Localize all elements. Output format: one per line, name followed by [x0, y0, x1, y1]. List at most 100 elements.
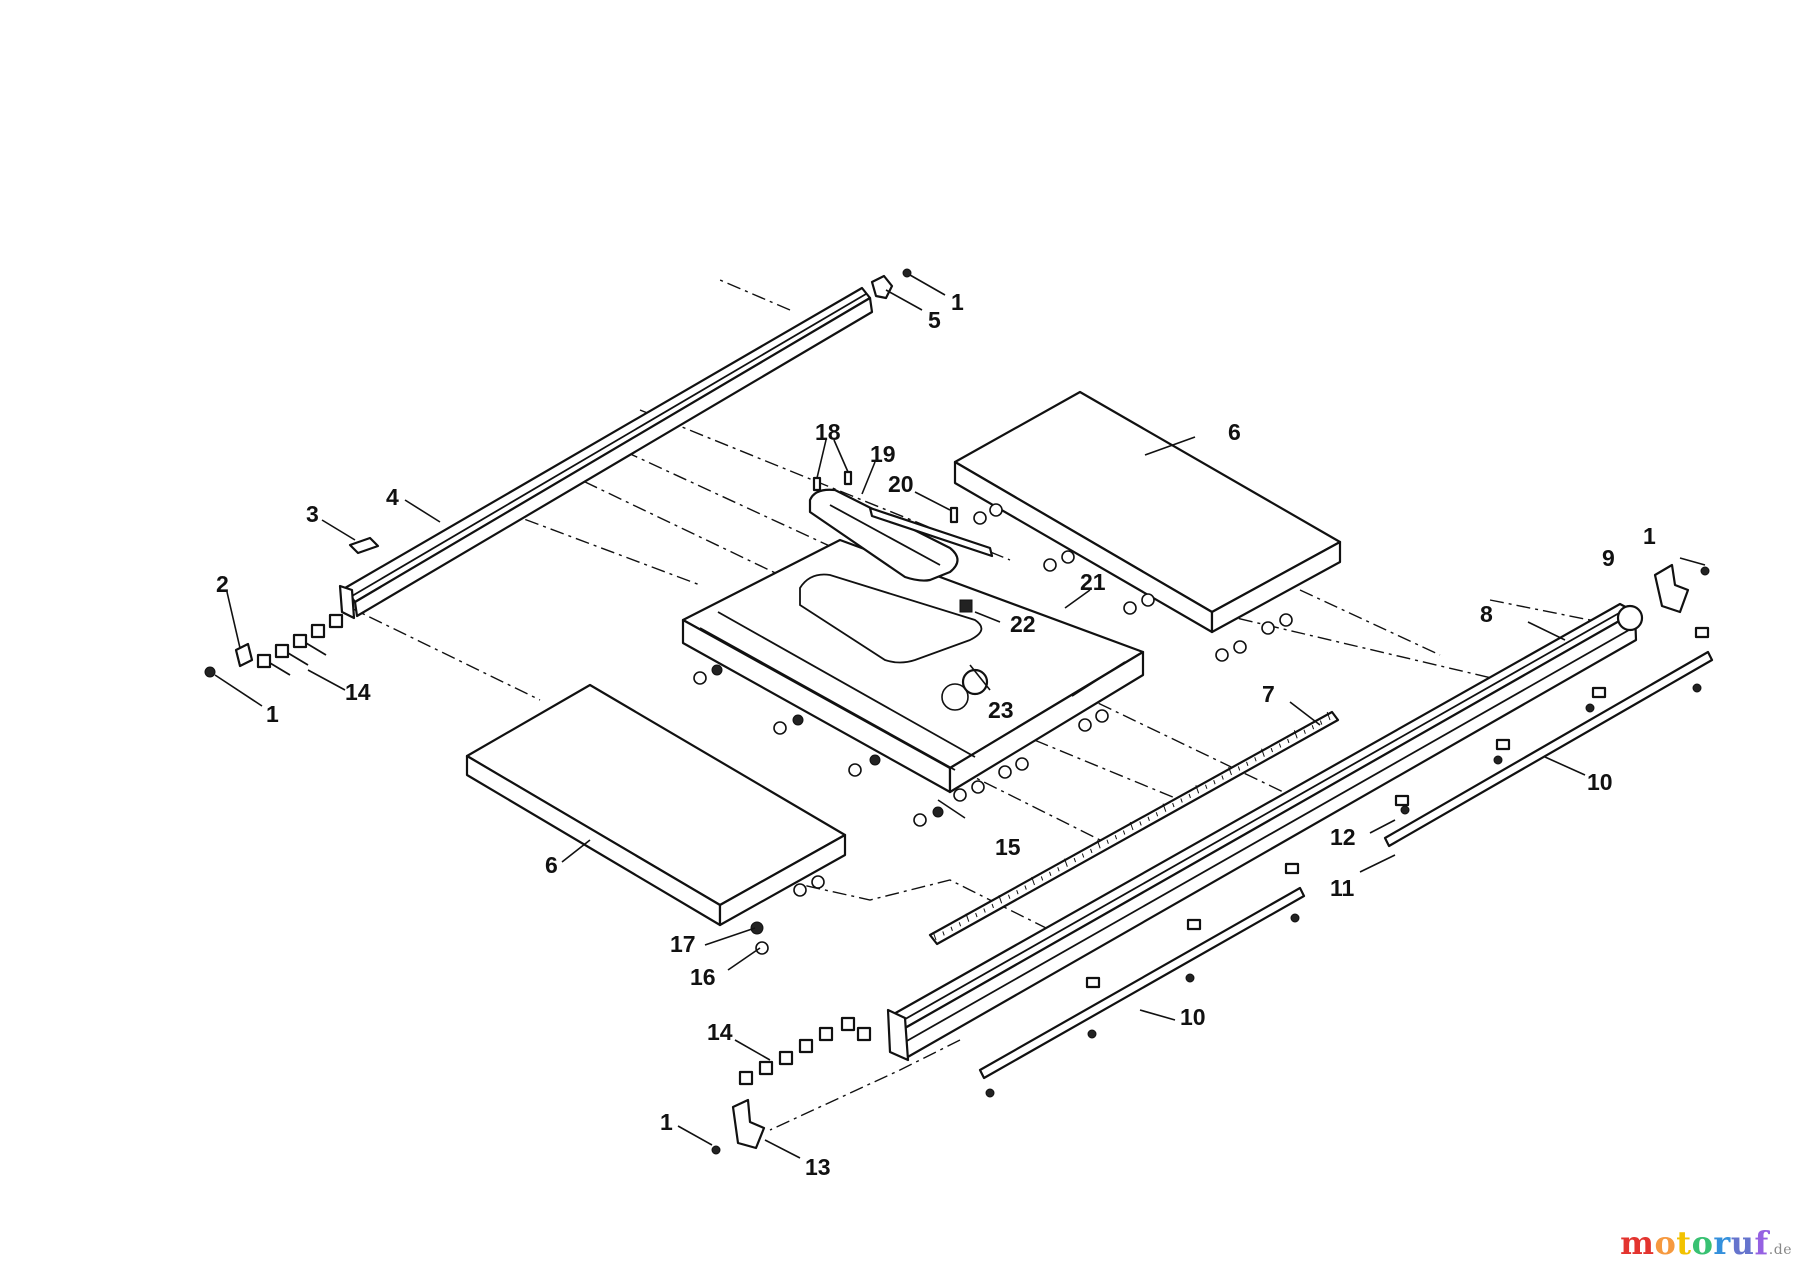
bolt-group-14-bottom	[738, 1016, 872, 1086]
scale-tick	[1090, 848, 1093, 854]
scale-tick	[998, 895, 1003, 904]
scale-tick	[1129, 821, 1134, 831]
watermark-letter: f	[1754, 1224, 1769, 1262]
callout-5: 5	[928, 307, 941, 333]
callout-16: 16	[690, 964, 716, 990]
washers-and-nuts	[693, 503, 1293, 955]
watermark-letter: u	[1730, 1224, 1755, 1262]
callout-12: 12	[1330, 824, 1356, 850]
screw-icon	[1700, 566, 1710, 576]
scale-tick	[1081, 853, 1085, 858]
screw-part-20	[949, 506, 959, 524]
callout-22: 22	[1010, 611, 1036, 637]
scale-tick	[1254, 757, 1257, 762]
callout-6-bottom: 6	[545, 852, 558, 878]
callout-7: 7	[1262, 681, 1275, 707]
scale-tick	[932, 931, 937, 941]
scale-tick	[1106, 839, 1109, 844]
callout-21: 21	[1080, 569, 1106, 595]
scale-tick	[1213, 780, 1216, 785]
scale-tick	[1096, 840, 1101, 849]
scale-tick	[1221, 775, 1224, 780]
scale-tick	[1024, 885, 1027, 890]
callout-4: 4	[386, 484, 399, 510]
callout-14-bottom: 14	[707, 1019, 733, 1045]
scale-tick	[1139, 821, 1142, 826]
front-rail	[886, 602, 1644, 1062]
callout-9: 9	[1602, 545, 1615, 571]
callout-10-lower: 10	[1180, 1004, 1206, 1030]
scale-tick	[950, 926, 953, 931]
watermark-letter: r	[1713, 1224, 1731, 1262]
scale-tick	[1057, 867, 1060, 872]
extension-wing-top	[953, 390, 1342, 634]
callout-3: 3	[306, 501, 319, 527]
site-watermark-logo: motoruf.de	[1620, 1224, 1792, 1262]
end-bracket-part-13	[731, 1098, 766, 1150]
callout-8: 8	[1480, 601, 1493, 627]
watermark-letter: o	[1654, 1224, 1677, 1262]
screws-part-18	[812, 470, 853, 492]
callout-19: 19	[870, 441, 896, 467]
scale-tick	[1246, 761, 1249, 766]
callout-6-top: 6	[1228, 419, 1241, 445]
scale-tick	[965, 913, 970, 922]
scale-tick	[1122, 830, 1126, 835]
scale-tick	[1188, 793, 1191, 799]
callout-13: 13	[805, 1154, 831, 1180]
scale-tick	[1293, 730, 1298, 739]
scale-tick	[1270, 747, 1274, 753]
scale-tick	[1311, 725, 1315, 730]
scale-tick	[1016, 890, 1019, 895]
support-strip-upper	[1383, 650, 1714, 848]
end-bracket-part-9	[1653, 563, 1690, 614]
callout-18: 18	[815, 419, 841, 445]
callout-15: 15	[995, 834, 1021, 860]
nut-part-22	[959, 599, 973, 613]
callout-11: 11	[1330, 875, 1355, 901]
end-bracket-part-2	[204, 642, 254, 678]
main-table-part-21	[681, 538, 1145, 794]
scale-tick	[983, 908, 986, 913]
scale-tick	[1073, 857, 1077, 863]
watermark-letter: t	[1676, 1224, 1692, 1262]
callout-1-top: 1	[951, 289, 964, 315]
scale-tick	[1303, 729, 1306, 734]
strip-screws	[985, 683, 1702, 1098]
scale-tick	[1172, 802, 1175, 808]
scale-tick	[1180, 798, 1183, 803]
scale-tick	[1147, 816, 1150, 821]
scale-strip-part-7	[928, 710, 1340, 946]
watermark-letter: o	[1691, 1224, 1714, 1262]
callout-1-right: 1	[1643, 523, 1656, 549]
scale-tick	[1195, 785, 1200, 794]
scale-tick	[1155, 812, 1159, 817]
rear-rail	[338, 286, 874, 620]
callout-10-upper: 10	[1587, 769, 1613, 795]
scale-tick	[1326, 711, 1331, 721]
watermark-letter: m	[1620, 1224, 1655, 1262]
part-callouts: 1 5 18 19 20 6 3 4 2 14 1 21 22 23 1 9 8…	[216, 289, 1656, 1180]
callout-17: 17	[670, 931, 696, 957]
screw-icon	[711, 1145, 721, 1155]
support-strip-lower	[978, 886, 1306, 1080]
scale-tick	[1287, 738, 1290, 744]
callout-1-left: 1	[266, 701, 279, 727]
callout-20: 20	[888, 471, 914, 497]
scale-tick	[975, 912, 978, 918]
scale-tick	[1205, 784, 1208, 789]
scale-tick	[1040, 876, 1044, 881]
scale-tick	[1064, 858, 1068, 867]
leader-lines	[214, 274, 1706, 1159]
scale-tick	[1237, 766, 1241, 771]
watermark-suffix: .de	[1768, 1242, 1792, 1258]
scale-tick	[958, 922, 962, 927]
scale-tick	[1261, 748, 1265, 757]
scale-tick	[1114, 835, 1118, 840]
scale-tick	[991, 903, 994, 909]
callout-14-left: 14	[345, 679, 371, 705]
strip-nuts	[1085, 626, 1710, 989]
scale-tick	[1031, 876, 1035, 886]
bolt-group-14-left	[256, 613, 344, 676]
